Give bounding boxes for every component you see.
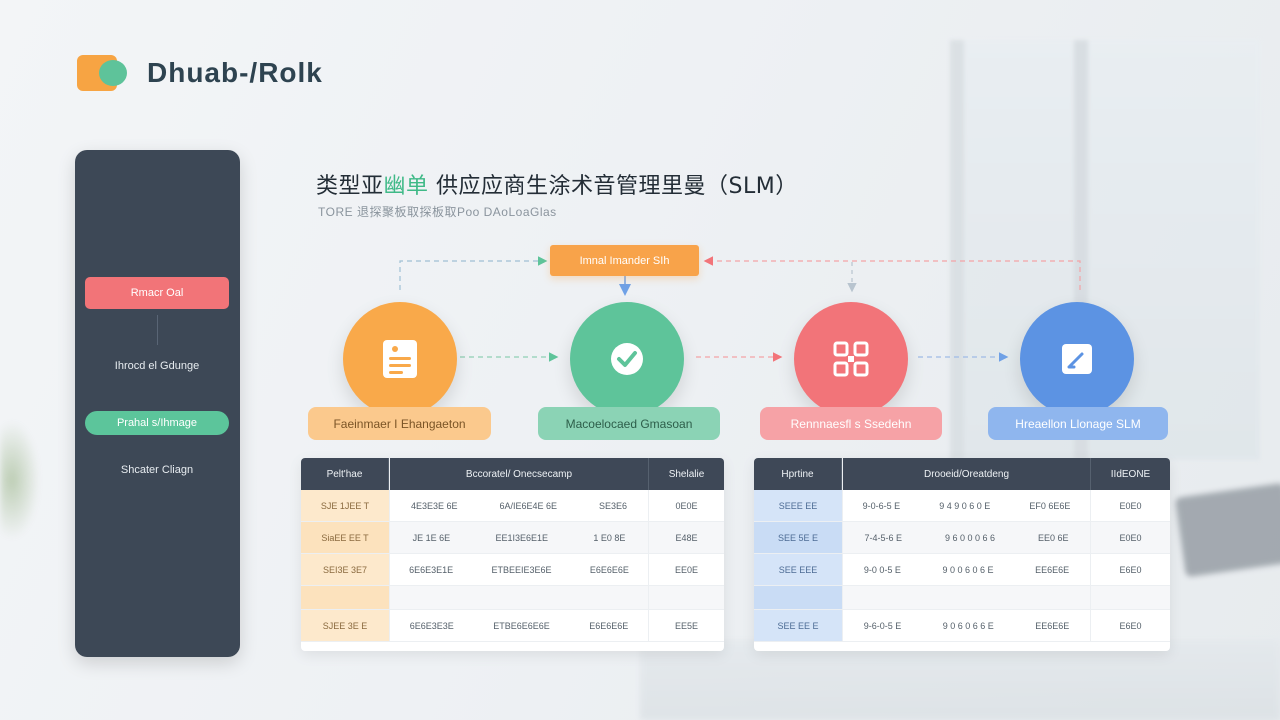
- table-cell: 9-6-0-5 E: [863, 620, 902, 631]
- sidebar-item-4[interactable]: Shcater Cliagn: [120, 464, 194, 476]
- sidebar-item-2[interactable]: Ihrocd el Gdunge: [114, 360, 200, 372]
- right-data-table: Hprtine Drooeid/Oreatdeng IIdEONE SEEE E…: [754, 458, 1170, 651]
- table-cell: SEEE EE: [754, 490, 842, 521]
- background-monitor: [1174, 482, 1280, 578]
- step-1-label[interactable]: Faeinmaer I Ehangaeton: [308, 407, 491, 440]
- table-cell: EF0 6E6E: [1029, 500, 1071, 511]
- step-2-circle[interactable]: [570, 302, 684, 416]
- table-cell: ETBE6E6E6E: [493, 620, 550, 631]
- table-cell: SJEE 3E E: [301, 610, 389, 641]
- table-cell: EE5E: [674, 620, 698, 631]
- title-rest: 供应应商生涂术音管理里曼（SLM）: [428, 174, 798, 199]
- table-cell: SEE EEE: [754, 554, 842, 585]
- column-header[interactable]: IIdEONE: [1110, 468, 1151, 480]
- column-header[interactable]: Shelalie: [668, 468, 705, 480]
- table-header: Hprtine Drooeid/Oreatdeng IIdEONE: [754, 458, 1170, 490]
- table-cell: E48E: [675, 532, 698, 543]
- table-cell: EE6E6E: [1035, 564, 1070, 575]
- left-data-table: Pelt'hae Bccoratel/ Onecsecamp Shelalie …: [301, 458, 724, 651]
- edit-icon: [1052, 334, 1102, 384]
- table-row[interactable]: [301, 586, 724, 610]
- step-4-label[interactable]: Hreaellon Llonage SLM: [988, 407, 1168, 440]
- table-cell: SJE 1JEE T: [301, 490, 389, 521]
- table-cell: E6E0: [1119, 620, 1142, 631]
- column-header[interactable]: Bccoratel/ Onecsecamp: [389, 458, 649, 490]
- page-title: 类型亚幽单 供应应商生涂术音管理里曼（SLM）: [316, 168, 798, 200]
- sidebar-item-1[interactable]: Rmacr Oal: [85, 277, 229, 309]
- table-cell: EE0E: [674, 564, 698, 575]
- table-cell: E0E0: [1119, 532, 1142, 543]
- table-cell: 4E3E3E 6E: [410, 500, 458, 511]
- sidebar: Rmacr Oal Ihrocd el Gdunge Prahal s/Ihma…: [75, 150, 240, 657]
- table-cell: 6E6E3E3E: [409, 620, 454, 631]
- title-prefix: 类型亚: [316, 174, 384, 199]
- step-3-label[interactable]: Rennnaesfl s Ssedehn: [760, 407, 942, 440]
- table-cell: 0E0E: [675, 500, 698, 511]
- table-cell: 6E6E3E1E: [409, 564, 454, 575]
- table-row[interactable]: SiaEE EE T JE 1E 6E EE1I3E6E1E 1 E0 8E E48…: [301, 522, 724, 554]
- background-desk: [640, 640, 1280, 720]
- table-row[interactable]: SJEE 3E E 6E6E3E3E ETBE6E6E6E E6E6E6E EE5E: [301, 610, 724, 642]
- table-cell: E0E0: [1119, 500, 1142, 511]
- brand-name: Dhuab-/Rolk: [147, 57, 323, 88]
- table-cell: SEI3E 3E7: [301, 554, 389, 585]
- table-cell: E6E0: [1119, 564, 1142, 575]
- table-cell: SEE EE E: [754, 610, 842, 641]
- table-cell: 9 0 6 0 6 6 E: [942, 620, 994, 631]
- column-header[interactable]: Drooeid/Oreatdeng: [842, 458, 1091, 490]
- step-2-label[interactable]: Macoelocaed Gmasoan: [538, 407, 720, 440]
- table-cell: SiaEE EE T: [301, 522, 389, 553]
- title-highlight: 幽单: [383, 174, 429, 199]
- page-subtitle: TORE 退探聚板取探板取Poo DAoLoaGlas: [318, 205, 557, 219]
- table-cell: EE1I3E6E1E: [495, 532, 549, 543]
- background-plant: [0, 420, 40, 540]
- logo-mark-icon: [77, 55, 129, 91]
- sidebar-divider: [157, 315, 158, 345]
- step-1-circle[interactable]: [343, 302, 457, 416]
- column-header[interactable]: Hprtine: [754, 458, 842, 490]
- table-row[interactable]: SEI3E 3E7 6E6E3E1E ETBEEIE3E6E E6E6E6E EE0…: [301, 554, 724, 586]
- table-cell: SEE 5E E: [754, 522, 842, 553]
- table-row[interactable]: SJE 1JEE T 4E3E3E 6E 6A/IE6E4E 6E SE3E6 0E…: [301, 490, 724, 522]
- column-header[interactable]: Pelt'hae: [301, 458, 389, 490]
- sidebar-item-3[interactable]: Prahal s/Ihmage: [85, 411, 229, 435]
- table-cell: 9-0 0-5 E: [863, 564, 901, 575]
- table-cell: SE3E6: [598, 500, 627, 511]
- table-cell: 7-4-5-6 E: [864, 532, 902, 543]
- table-cell: E6E6E6E: [589, 620, 629, 631]
- table-cell: 9 6 0 0 0 6 6: [944, 532, 995, 543]
- table-cell: 9-0-6-5 E: [862, 500, 901, 511]
- table-cell: EE6E6E: [1035, 620, 1070, 631]
- table-cell: JE 1E 6E: [412, 532, 451, 543]
- table-cell: 1 E0 8E: [593, 532, 626, 543]
- table-row[interactable]: SEE EEE 9-0 0-5 E 9 0 0 6 0 6 E EE6E6E E6E…: [754, 554, 1170, 586]
- table-cell: ETBEEIE3E6E: [491, 564, 552, 575]
- table-row[interactable]: SEE 5E E 7-4-5-6 E 9 6 0 0 0 6 6 EE0 6E E0…: [754, 522, 1170, 554]
- document-icon: [375, 334, 425, 384]
- table-cell: EE0 6E: [1037, 532, 1069, 543]
- brand-logo[interactable]: Dhuab-/Rolk: [77, 55, 323, 91]
- table-row[interactable]: SEEE EE 9-0-6-5 E 9 4 9 0 6 0 E EF0 6E6E E…: [754, 490, 1170, 522]
- check-icon: [602, 334, 652, 384]
- table-header: Pelt'hae Bccoratel/ Onecsecamp Shelalie: [301, 458, 724, 490]
- step-4-circle[interactable]: [1020, 302, 1134, 416]
- step-3-circle[interactable]: [794, 302, 908, 416]
- table-cell: 9 0 0 6 0 6 E: [942, 564, 994, 575]
- table-cell: 6A/IE6E4E 6E: [499, 500, 558, 511]
- table-cell: E6E6E6E: [589, 564, 629, 575]
- grid-icon: [826, 334, 876, 384]
- process-top-node[interactable]: Imnal Imander SIh: [550, 245, 699, 276]
- table-row[interactable]: SEE EE E 9-6-0-5 E 9 0 6 0 6 6 E EE6E6E E6…: [754, 610, 1170, 642]
- table-row[interactable]: [754, 586, 1170, 610]
- table-cell: 9 4 9 0 6 0 E: [939, 500, 991, 511]
